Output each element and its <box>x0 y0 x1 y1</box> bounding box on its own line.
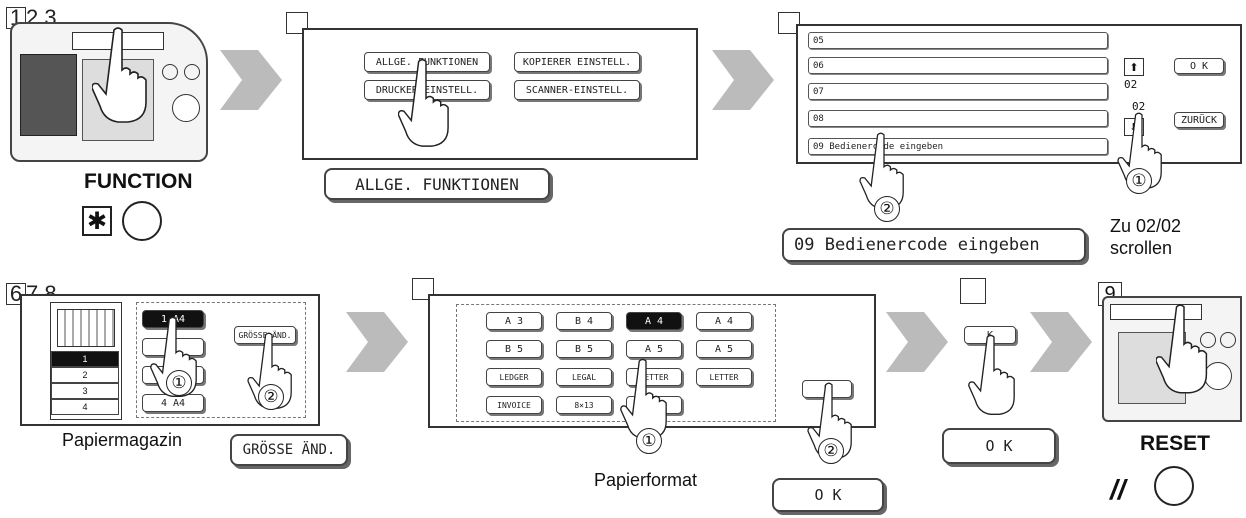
list-item-operator-code[interactable]: 09 Bedienercode eingeben <box>808 138 1108 155</box>
function-key-button <box>122 201 162 241</box>
size-8x13-button[interactable]: 8×13 <box>556 396 612 414</box>
pointing-hand-icon <box>620 358 667 439</box>
paper-size-area <box>456 304 776 422</box>
machine-icon <box>57 309 115 347</box>
scroll-up-icon[interactable]: ⬆ <box>1124 58 1144 76</box>
tray-2-indicator: 2 <box>51 367 119 383</box>
copier-settings-button[interactable]: KOPIERER EINSTELL. <box>514 52 640 72</box>
paper-size-caption: Papierformat <box>594 470 698 490</box>
page-indicator-current: 02 <box>1124 78 1138 91</box>
size-b5r-button[interactable]: B 5 <box>556 340 612 358</box>
callout-1: ① <box>166 370 192 396</box>
size-a5r-button[interactable]: A 5 <box>696 340 752 358</box>
arrow-right-icon <box>346 312 408 372</box>
reset-label: RESET <box>1140 432 1211 455</box>
arrow-right-icon <box>1030 312 1092 372</box>
pointing-hand-icon <box>968 334 1015 415</box>
arrow-right-icon <box>886 312 948 372</box>
arrow-right-icon <box>220 50 282 110</box>
size-legal-button[interactable]: LEGAL <box>556 368 612 386</box>
function-menu-screen: ALLGE. FUNKTIONEN KOPIERER EINSTELL. DRU… <box>302 28 698 160</box>
pointing-hand-icon <box>1117 112 1162 190</box>
start-button <box>172 94 200 122</box>
general-functions-key[interactable]: ALLGE. FUNKTIONEN <box>324 168 550 200</box>
size-a5-button[interactable]: A 5 <box>626 340 682 358</box>
tray-diagram: 1 2 3 4 <box>50 302 122 420</box>
size-ledger-button[interactable]: LEDGER <box>486 368 542 386</box>
list-item[interactable]: 06 <box>808 57 1108 74</box>
operator-code-key[interactable]: 09 Bedienercode eingeben <box>782 228 1086 262</box>
ok-key[interactable]: O K <box>772 478 884 512</box>
general-functions-button[interactable]: ALLGE. FUNKTIONEN <box>364 52 490 72</box>
callout-1: ① <box>636 428 662 454</box>
clear-icon <box>1200 332 1216 348</box>
scroll-instruction-line-2: scrollen <box>1110 238 1173 258</box>
tray-selection-area <box>136 302 306 418</box>
touch-screen <box>20 54 77 136</box>
function-label: FUNCTION <box>84 170 193 193</box>
reset-key-icon: // <box>1110 474 1126 505</box>
scroll-instruction-line-1: Zu 02/02 <box>1110 216 1182 236</box>
pointing-hand-icon <box>1156 304 1208 394</box>
callout-2: ② <box>258 384 284 410</box>
stop-icon <box>1220 332 1236 348</box>
size-a4-button[interactable]: A 4 <box>626 312 682 330</box>
start-button <box>1204 362 1232 390</box>
size-a3-button[interactable]: A 3 <box>486 312 542 330</box>
list-item[interactable]: 05 <box>808 32 1108 49</box>
paper-tray-caption: Papiermagazin <box>62 430 183 450</box>
tray-1-indicator: 1 <box>51 351 119 367</box>
reset-key-button <box>1154 466 1194 506</box>
settings-list-screen: 05 06 07 08 09 Bedienercode eingeben ⬆ 0… <box>796 24 1242 164</box>
size-b5-button[interactable]: B 5 <box>486 340 542 358</box>
tray-4-indicator: 4 <box>51 399 119 415</box>
size-b4-button[interactable]: B 4 <box>556 312 612 330</box>
size-invoice-button[interactable]: INVOICE <box>486 396 542 414</box>
ok-key[interactable]: O K <box>942 428 1056 464</box>
arrow-right-icon <box>712 50 774 110</box>
list-item[interactable]: 07 <box>808 83 1108 100</box>
clear-icon <box>162 64 178 80</box>
back-button[interactable]: ZURÜCK <box>1174 112 1224 128</box>
step-3-number <box>778 12 800 34</box>
step-8-number <box>960 278 986 304</box>
callout-2: ② <box>818 438 844 464</box>
tray-3-indicator: 3 <box>51 383 119 399</box>
page-indicator-total: 02 <box>1132 100 1146 113</box>
change-size-key[interactable]: GRÖSSE ÄND. <box>230 434 348 466</box>
list-item[interactable]: 08 <box>808 110 1108 127</box>
pointing-hand-icon <box>859 132 904 210</box>
callout-1: ① <box>1126 168 1152 194</box>
callout-2: ② <box>874 196 900 222</box>
scanner-settings-button[interactable]: SCANNER-EINSTELL. <box>514 80 640 100</box>
pointing-hand-icon <box>398 58 449 147</box>
asterisk-key-icon: ✱ <box>82 206 112 236</box>
size-a4r-button[interactable]: A 4 <box>696 312 752 330</box>
pointing-hand-icon <box>92 27 147 123</box>
pointing-hand-icon <box>807 382 852 460</box>
stop-icon <box>184 64 200 80</box>
ok-button[interactable]: O K <box>1174 58 1224 74</box>
size-letter-r-button[interactable]: LETTER <box>696 368 752 386</box>
